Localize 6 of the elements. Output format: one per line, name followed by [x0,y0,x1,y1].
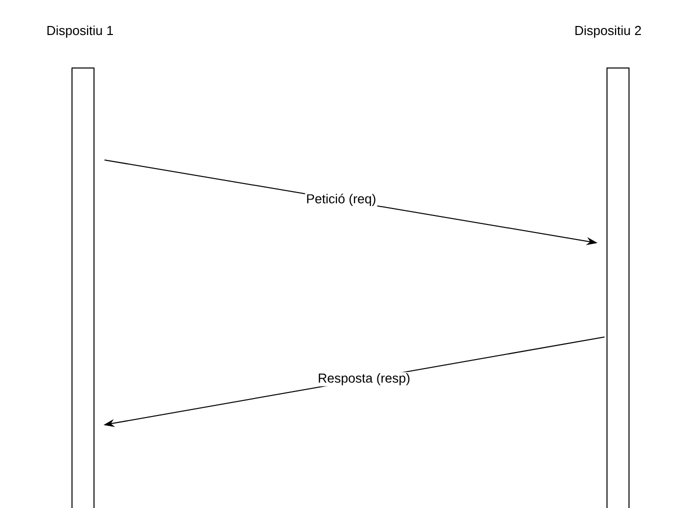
edge-label: Resposta (resp) [316,372,412,386]
edge-label: Petició (req) [305,192,378,207]
node-label: Dispositiu 2 [575,26,641,38]
lifeline-bar: Dispositiu 1 [47,26,113,508]
lifeline-bar: Dispositiu 2 [575,26,641,508]
node-label: Dispositiu 1 [47,26,113,38]
